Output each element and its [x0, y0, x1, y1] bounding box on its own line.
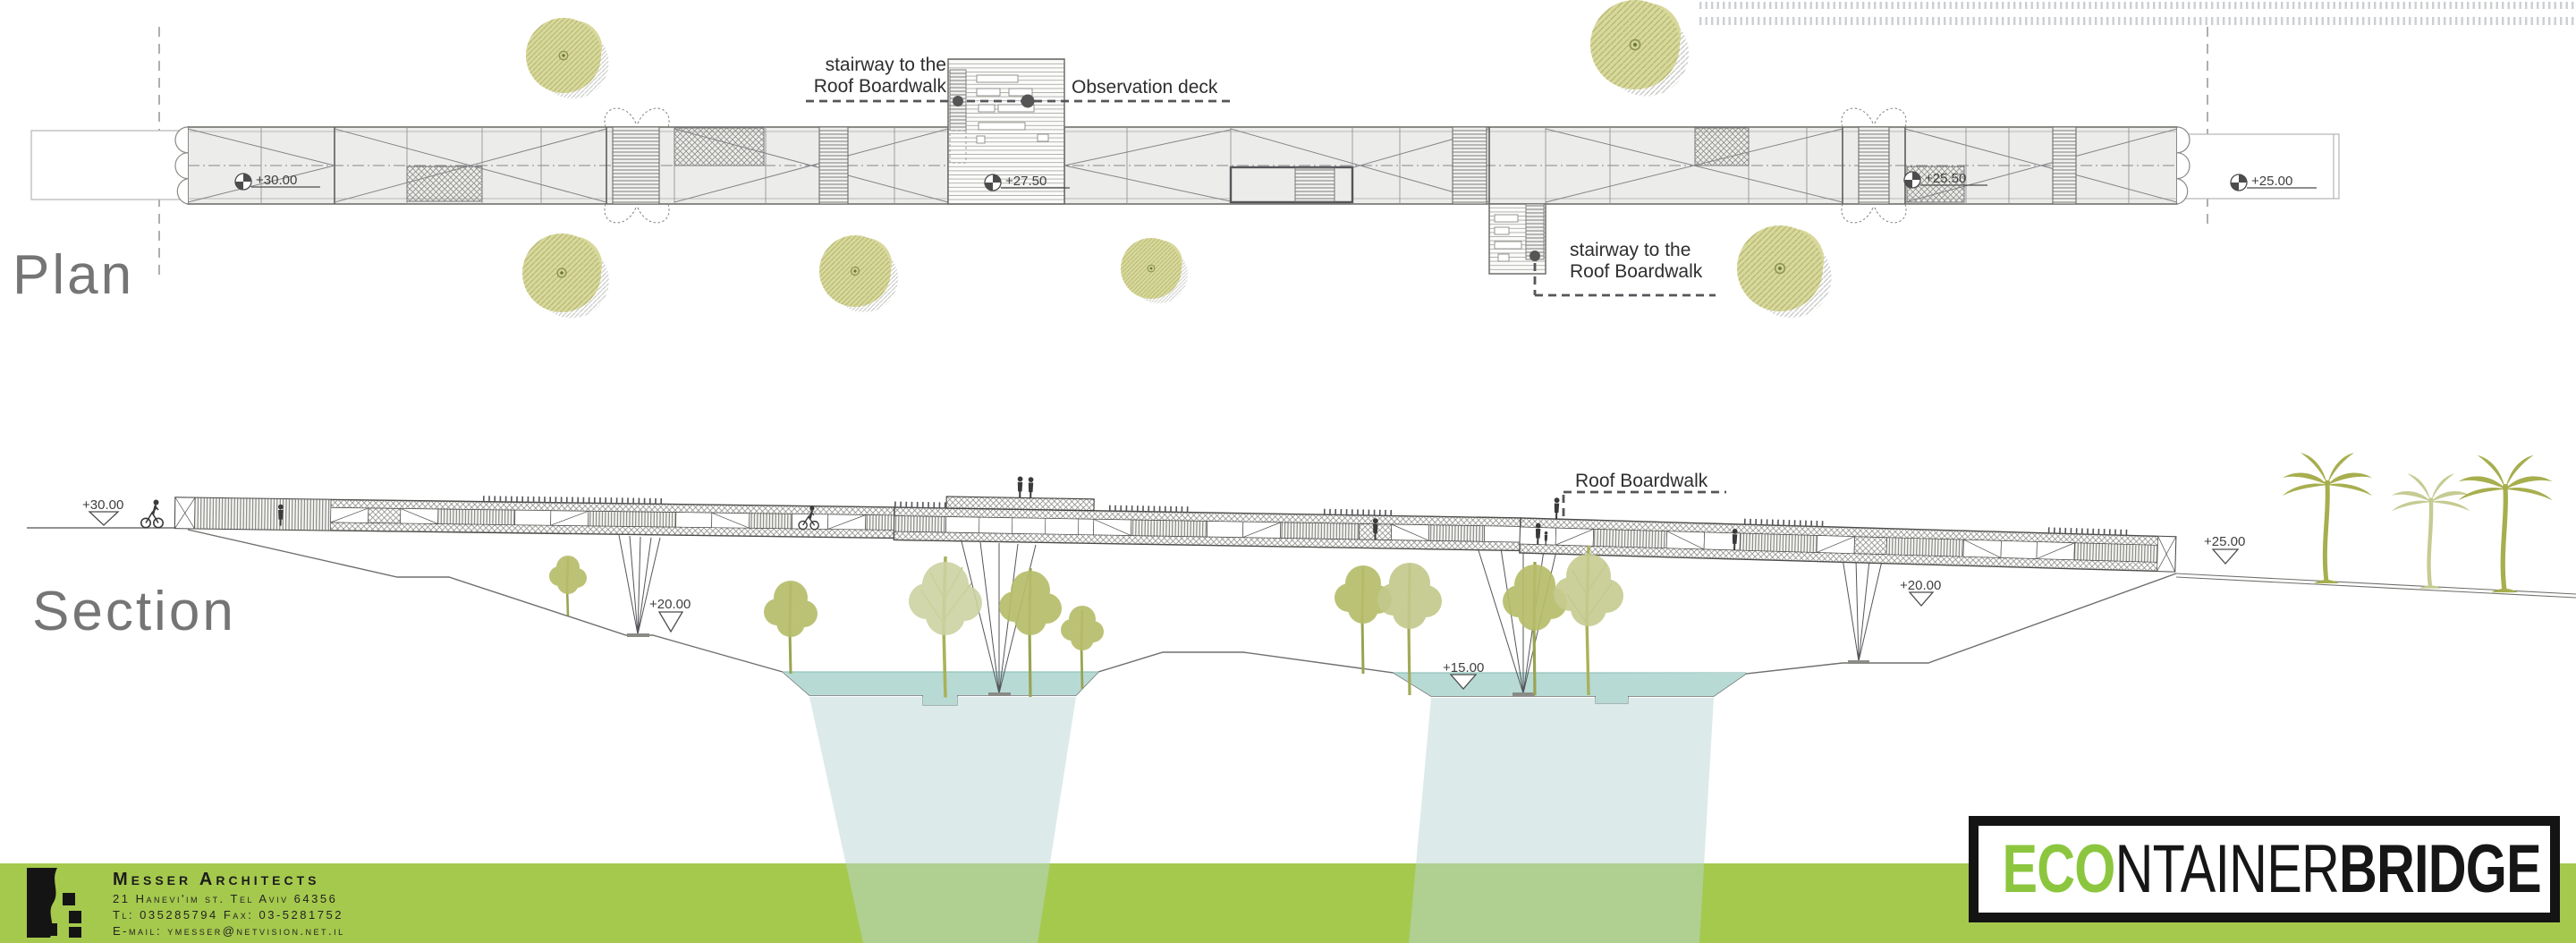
footer-firm-name: Messer Architects — [113, 870, 320, 889]
plan-elevation-markers: +30.00 +27.50 +25.50 +25.00 — [234, 171, 2317, 191]
cyclist-ground — [140, 499, 165, 529]
logo-bridge: BRIDGE — [2338, 831, 2542, 907]
plan-stairway-label-bottom-line2: Roof Boardwalk — [1570, 261, 1703, 282]
section-elevation-20-right: +20.00 — [1900, 578, 1941, 593]
plan-observation-deck-label: Observation deck — [1072, 77, 1218, 98]
plan-stairway-label-top: stairway to the Roof Boardwalk — [746, 55, 946, 98]
section-elevation-markers: +30.00 +20.00 +15.00 +20.00 +25.00 — [82, 497, 2245, 690]
section-elevation-30: +30.00 — [82, 497, 123, 513]
plan-stairway-label-bottom-line1: stairway to the — [1570, 240, 1691, 260]
top-strip — [1699, 2, 2576, 25]
plan-stairway-label-top-line1: stairway to the — [825, 55, 946, 75]
plan-trees — [522, 0, 1832, 319]
plan-stairway-label-top-line2: Roof Boardwalk — [813, 76, 946, 97]
palm-trees — [2283, 453, 2553, 593]
section-view: +30.00 +20.00 +15.00 +20.00 +25.00 — [27, 453, 2576, 706]
logo-eco: ECO — [2002, 831, 2116, 907]
econtainer-bridge-logo: ECONTAINERBRIDGE — [1969, 816, 2560, 922]
plan-view: +30.00 +27.50 +25.50 +25.00 — [30, 0, 2340, 319]
plan-elevation-30: +30.00 — [256, 173, 297, 188]
footer-email: E-mail: ymesser@netvision.net.il — [113, 924, 345, 938]
messer-logo-icon — [27, 868, 81, 938]
bridge-seg2 — [893, 476, 1521, 552]
plan-stairway-label-bottom: stairway to the Roof Boardwalk — [1570, 240, 1702, 283]
footer-phone-fax: Tl: 035285794 Fax: 03-5281752 — [113, 908, 343, 922]
roof-boardwalk-leader — [1562, 490, 1726, 516]
plan-title: Plan — [13, 244, 135, 306]
section-title: Section — [32, 581, 236, 642]
stair-tower — [1488, 203, 1546, 275]
bridge-seg3 — [1519, 497, 2177, 573]
water-basins — [783, 671, 1746, 705]
water-depth-glow — [809, 697, 1714, 943]
section-elevation-25: +25.00 — [2204, 534, 2245, 549]
logo-ntainer: NTAINER — [2114, 831, 2340, 907]
econtainer-bridge-logo-text: ECONTAINERBRIDGE — [1979, 830, 2542, 908]
cyclist-in-bridge — [798, 505, 819, 531]
plan-elevation-25-5: +25.50 — [1925, 171, 1966, 186]
observation-deck — [947, 58, 1065, 205]
section-elevation-20-left: +20.00 — [649, 597, 691, 612]
section-roof-boardwalk-label: Roof Boardwalk — [1575, 471, 1708, 491]
section-trees — [549, 545, 1623, 699]
bridge-seg1 — [174, 496, 895, 539]
plan-elevation-27-5: +27.50 — [1005, 174, 1046, 189]
section-elevation-15: +15.00 — [1443, 660, 1484, 675]
plan-elevation-25: +25.00 — [2251, 174, 2292, 189]
footer-address: 21 Hanevi'im st. Tel Aviv 64356 — [113, 892, 338, 905]
